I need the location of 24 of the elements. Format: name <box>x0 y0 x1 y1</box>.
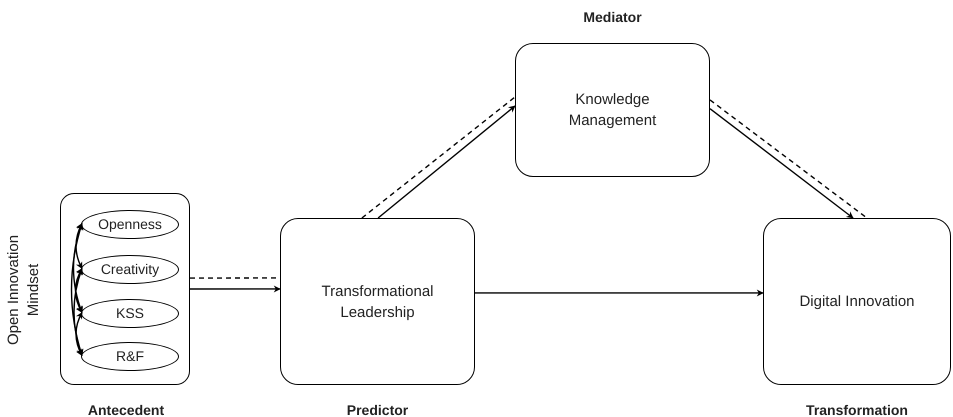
stage-label: Transformation <box>806 401 908 417</box>
box-label: Knowledge Management <box>568 90 658 131</box>
box-label: Transformational Leadership <box>320 282 434 322</box>
ellipse-node: Creativity <box>81 255 179 284</box>
arrow <box>74 268 83 314</box>
dashed-line <box>361 96 516 219</box>
stage-label: Antecedent <box>88 401 164 417</box>
group-heading: Open Innovation Mindset <box>4 234 43 348</box>
arrow <box>75 312 83 356</box>
arrow <box>72 222 84 314</box>
arrow <box>70 222 84 356</box>
arrow <box>73 268 84 356</box>
arrow <box>710 108 854 219</box>
stage-label: Predictor <box>346 401 408 417</box>
dashed-line <box>710 99 868 219</box>
arrow <box>190 285 281 292</box>
ellipse-node: R&F <box>81 342 179 371</box>
box-label: Digital Innovation <box>799 292 915 312</box>
ellipse-node: KSS <box>81 299 179 328</box>
arrow <box>378 105 516 219</box>
arrow <box>75 222 83 270</box>
arrow <box>475 289 764 296</box>
ellipse-node: Openness <box>81 210 179 239</box>
stage-label: Mediator <box>583 8 642 27</box>
